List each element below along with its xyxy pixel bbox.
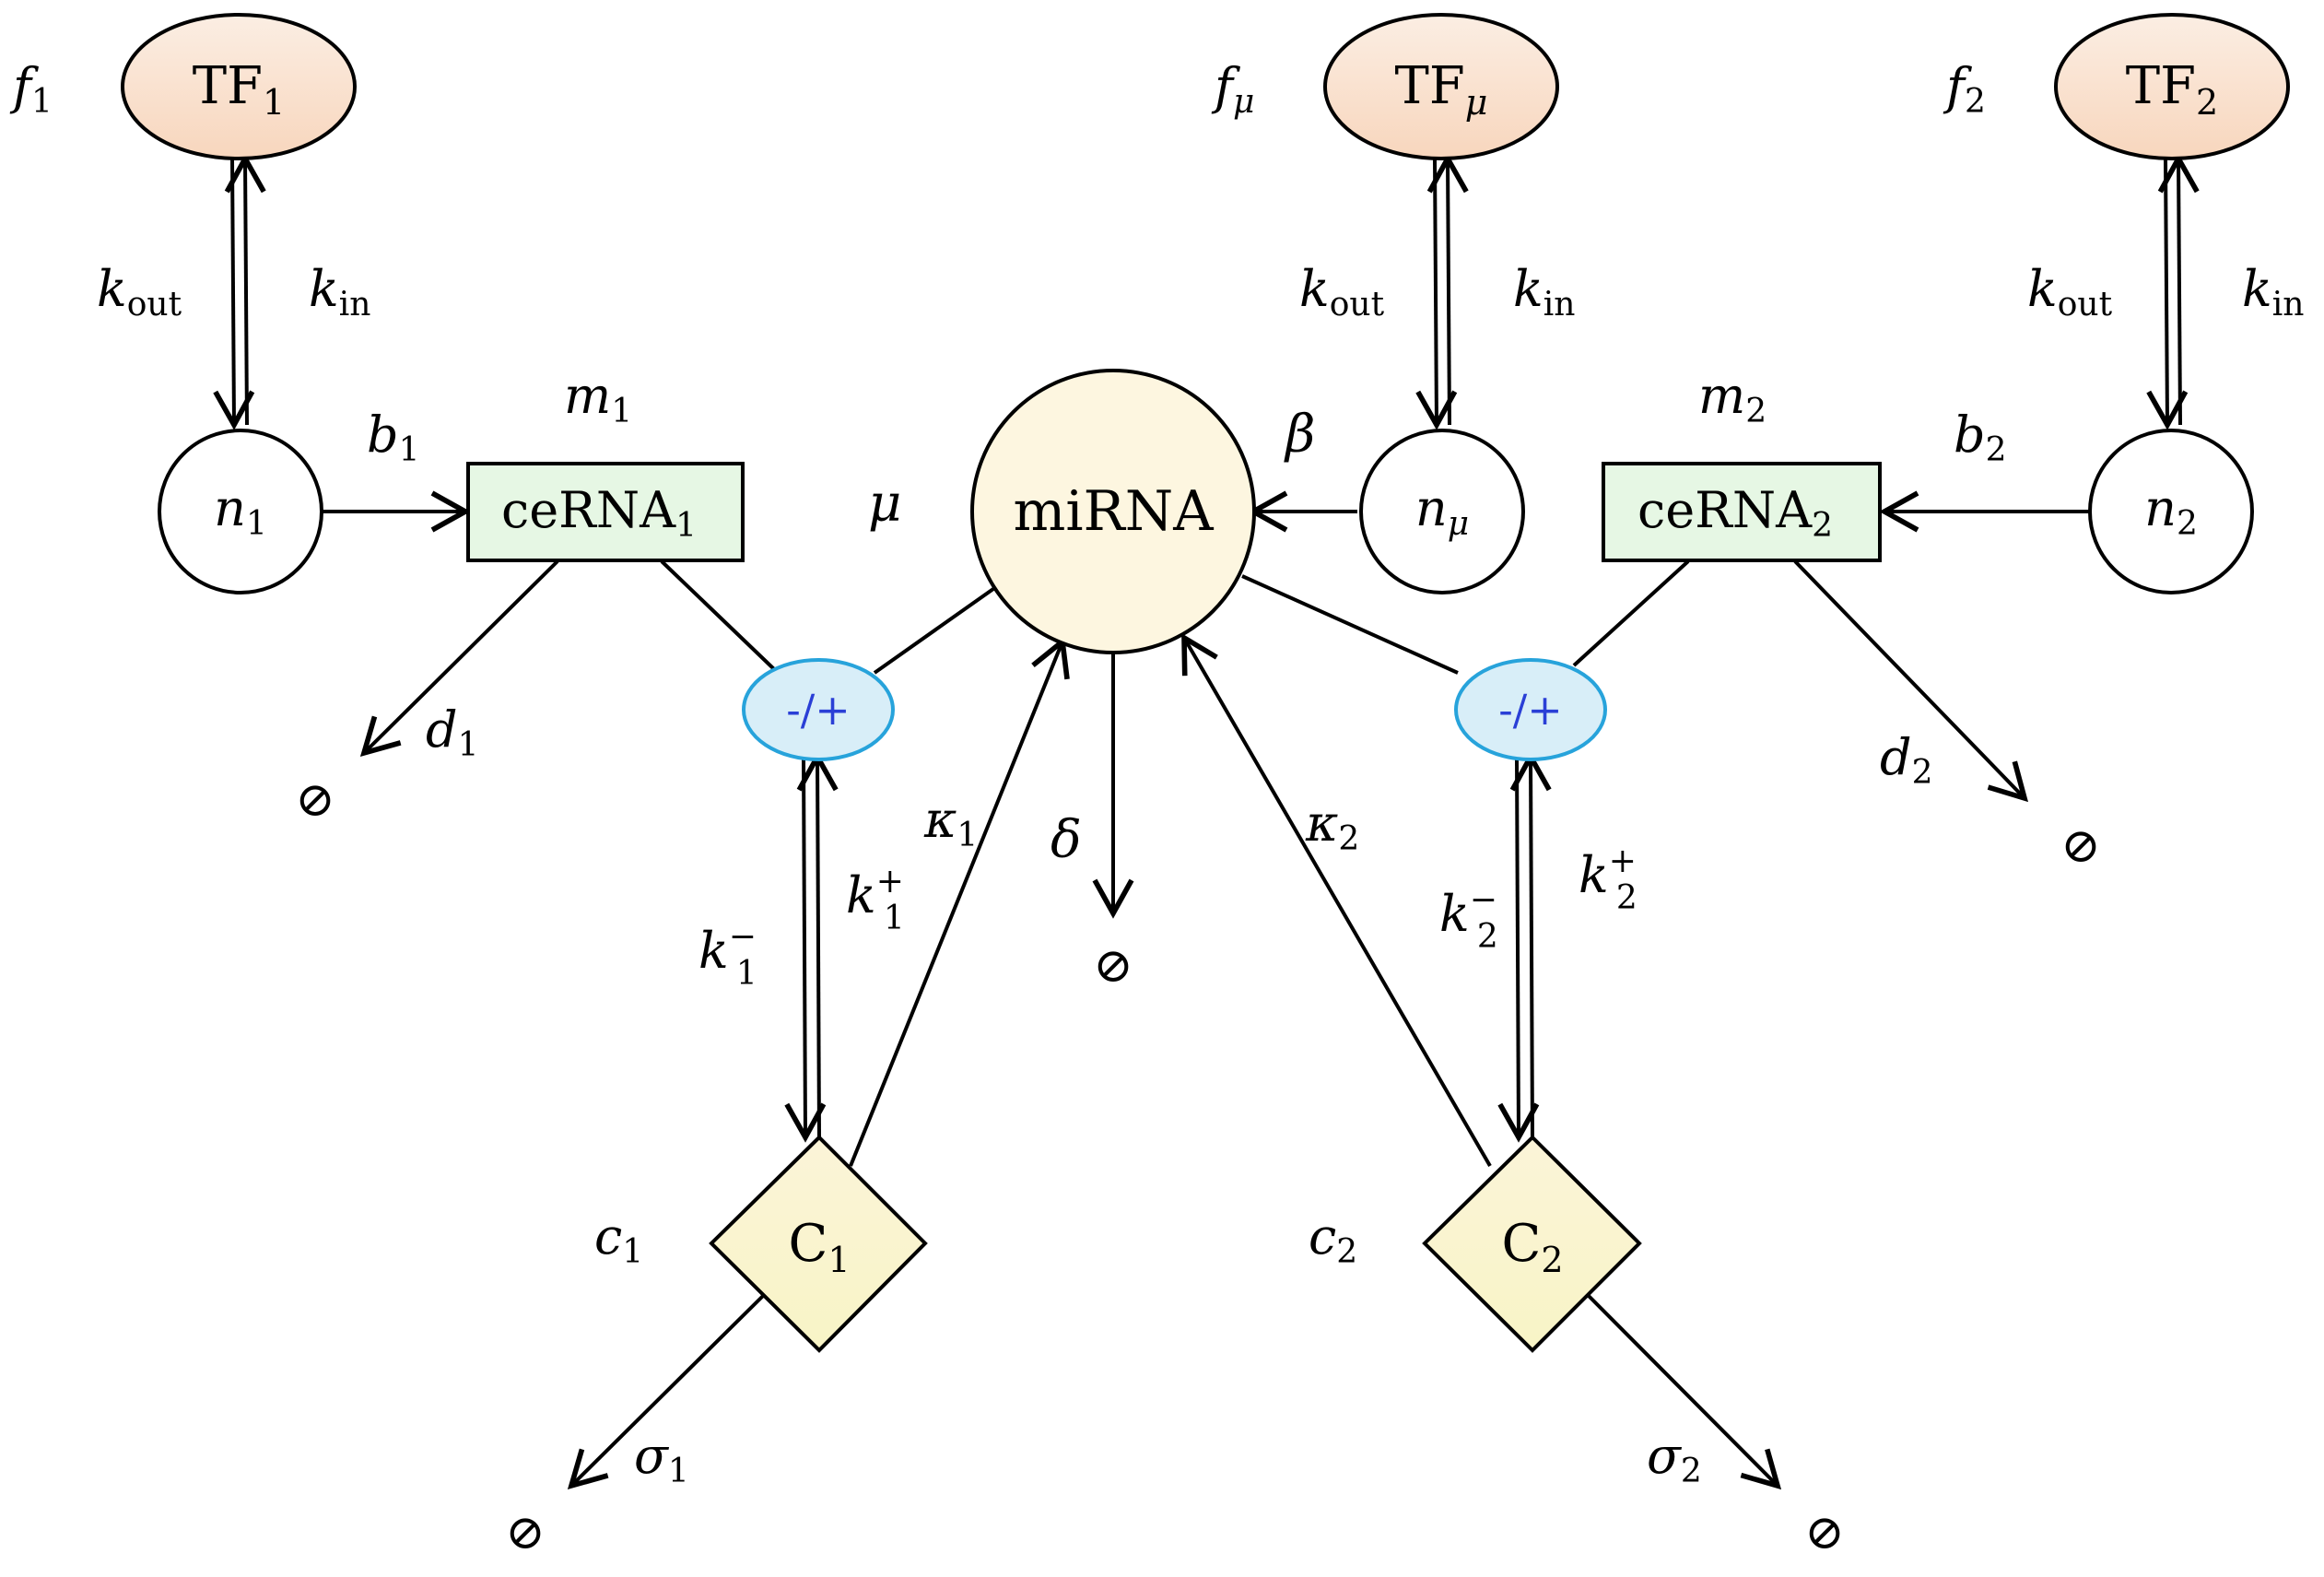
label-c1: c1 [594,1207,643,1271]
label-kin-mu: kin [1513,260,1575,324]
nmu-label: nμ [1415,479,1469,543]
edge-cerna1-switch [660,559,776,671]
tf1-label: TF1 [193,56,285,123]
edge-mirna-switch-left [873,583,1002,675]
edge-tf2-to-n2 [2146,158,2189,430]
edge-c2-to-mirna [1181,633,1492,1168]
n2-node: n2 [2088,429,2254,594]
null-symbol-d2: ⊘ [2060,818,2101,874]
complex-switch-right: -/+ [1454,658,1607,761]
label-c2: c2 [1309,1207,1357,1271]
edge-switch-right-to-c2 [1497,756,1540,1143]
label-f1: f1 [9,57,53,121]
edge-cerna2-switch [1572,559,1690,667]
label-m1: m1 [564,367,632,430]
edge-c2-decay [1587,1294,1782,1490]
edge-n2-to-tf2 [2157,153,2200,426]
edge-cerna2-decay [1793,559,2029,803]
complex-switch-left: -/+ [742,658,895,761]
label-sigma1: σ1 [634,1427,689,1490]
label-kout-mu: kout [1299,260,1385,324]
label-delta: δ [1050,810,1082,870]
switch-left-label: -/+ [786,685,851,735]
tfmu-node: TFμ [1323,13,1559,160]
null-symbol-delta: ⊘ [1093,938,1133,994]
edge-tfmu-to-nmu [1415,158,1458,430]
edge-n1-to-tf1 [224,153,266,426]
label-kin-1: kin [309,260,370,324]
label-beta: β [1284,405,1315,465]
edge-c1-to-mirna [849,636,1070,1167]
label-fmu: fμ [1211,57,1254,121]
label-k1-minus: k−1 [698,918,757,993]
edge-nmu-to-tfmu [1426,153,1469,426]
cerna1-node: ceRNA1 [466,462,745,562]
label-k2-minus: k−2 [1439,881,1498,956]
label-b2: b2 [1954,406,2006,469]
nmu-node: nμ [1359,429,1525,594]
c1-node: C1 [709,1135,928,1353]
edges [213,153,2200,1490]
tf2-label: TF2 [2126,56,2218,123]
label-k2-plus: k+2 [1579,842,1637,917]
label-d2: d2 [1880,728,1932,792]
c2-label: C2 [1501,1214,1563,1280]
edge-mirna-switch-right [1241,574,1459,675]
label-k1-plus: k+1 [846,863,905,937]
labels: f1 fμ f2 kout kin kout kin kout kin m1 m… [9,57,2304,1490]
cerna2-node: ceRNA2 [1602,462,1882,562]
edge-switch-left-to-c1 [784,756,827,1143]
label-kappa1: κ1 [923,791,978,854]
null-symbol-sigma1: ⊘ [505,1505,546,1560]
n1-label: n1 [214,479,267,543]
null-symbol-d1: ⊘ [295,772,335,828]
tf2-node: TF2 [2054,13,2290,160]
label-f2: f2 [1943,57,1986,121]
nodes: TF1 TFμ TF2 n1 nμ n2 ceRNA1 [121,13,2290,1353]
edge-c2-to-switch-right [1509,751,1552,1138]
label-m2: m2 [1698,367,1766,430]
label-kin-2: kin [2242,260,2304,324]
mirna-label: miRNA [1013,479,1214,544]
mirna-node: miRNA [970,369,1256,654]
cerna2-label: ceRNA2 [1637,481,1833,545]
label-b1: b1 [367,406,419,469]
c2-node: C2 [1422,1135,1642,1353]
label-kout-2: kout [2027,260,2113,324]
tfmu-label: TFμ [1395,56,1488,123]
tf1-node: TF1 [121,13,357,160]
null-symbol-sigma2: ⊘ [1804,1505,1845,1560]
label-kappa2: κ2 [1305,794,1359,858]
label-mu: μ [868,474,901,534]
c1-label: C1 [788,1214,850,1280]
cerna1-label: ceRNA1 [501,481,697,545]
n1-node: n1 [158,429,323,594]
null-symbols: ⊘ ⊘ ⊘ ⊘ ⊘ [295,772,2101,1560]
label-kout-1: kout [97,260,182,324]
edge-c1-to-switch-left [796,751,839,1138]
label-sigma2: σ2 [1647,1427,1702,1490]
edge-c1-decay [567,1294,765,1490]
edge-cerna1-decay [359,559,559,758]
label-d1: d1 [426,700,478,764]
edge-tf1-to-n1 [213,158,255,430]
switch-right-label: -/+ [1498,685,1563,735]
n2-label: n2 [2144,479,2198,543]
